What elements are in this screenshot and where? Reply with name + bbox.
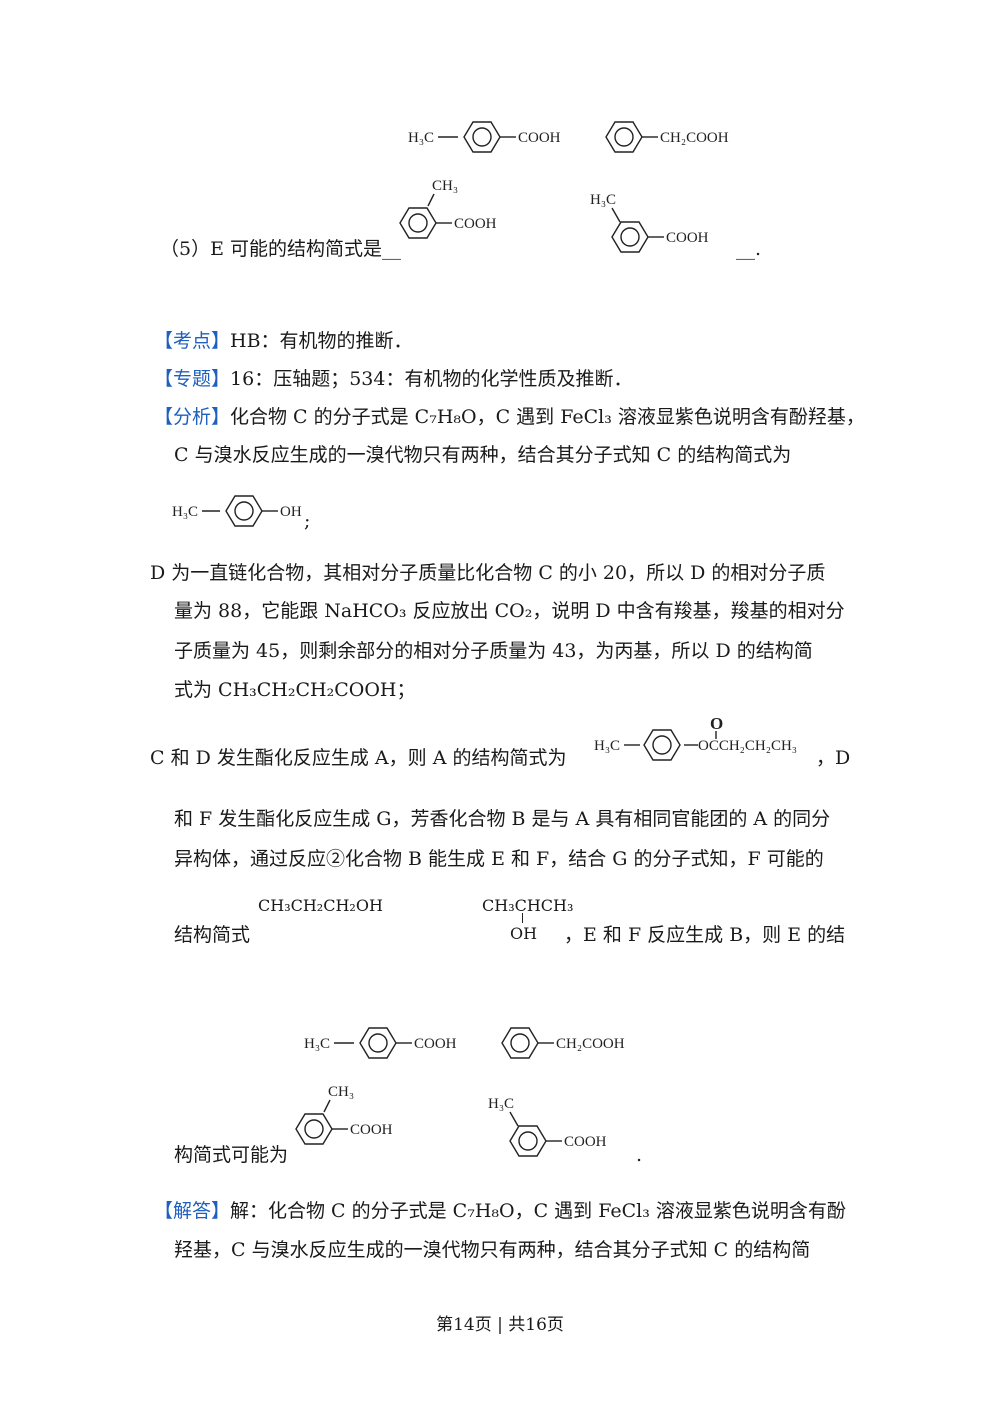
ester-tail-label: OCCH₂CH₂CH₃ [698, 738, 797, 754]
fenxi-d-line-4: 式为 CH₃CH₂CH₂COOH； [174, 679, 416, 701]
cooh-label: COOH [350, 1122, 393, 1138]
kaodian-text: HB：有机物的推断． [230, 330, 413, 352]
fenxi-a-line-1: C 和 D 发生酯化反应生成 A，则 A 的结构简式为 [150, 747, 567, 769]
zhuanti-line: 【专题】16：压轴题；534：有机物的化学性质及推断． [154, 366, 632, 392]
ch2cooh-label: CH₂COOH [660, 130, 729, 146]
h3c-label: H₃C [172, 504, 198, 520]
ch2cooh-label: CH₂COOH [556, 1036, 625, 1052]
struct-p-methylbenzoic-acid-top: H₃C COOH [408, 121, 561, 153]
fenxi-line-2: C 与溴水反应生成的一溴代物只有两种，结合其分子式知 C 的结构简式为 [174, 444, 792, 466]
page-footer: 第14页 | 共16页 [436, 1315, 564, 1335]
cooh-label: COOH [564, 1134, 607, 1150]
struct-p-cresol: H₃C OH [172, 495, 302, 527]
fenxi-a-line-1-end: ，D [816, 747, 851, 769]
ch3-label: CH₃ [328, 1084, 354, 1100]
fenxi-line-1: 【分析】化合物 C 的分子式是 C₇H₈O，C 遇到 FeCl₃ 溶液显紫色说明… [154, 406, 865, 428]
f-struct-isopropanol-top: CH₃CHCH₃ [482, 896, 574, 915]
struct-phenylacetic-acid-top: CH₂COOH [605, 121, 729, 153]
isopropanol-bond [522, 913, 523, 923]
fenxi-tag: 【分析】 [154, 406, 231, 428]
struct-p-methylbenzoic-acid: H₃C COOH [304, 1027, 457, 1059]
jieda-tag: 【解答】 [154, 1200, 231, 1222]
fenxi-a-line-2: 和 F 发生酯化反应生成 G，芳香化合物 B 是与 A 具有相同官能团的 A 的… [174, 808, 831, 830]
q5-blank-left: __ [382, 238, 401, 260]
h3c-label: H₃C [304, 1036, 330, 1052]
f-label: 结构简式 [174, 924, 251, 946]
jieda-line-2: 羟基，C 与溴水反应生成的一溴代物只有两种，结合其分子式知 C 的结构简 [174, 1239, 811, 1261]
zhuanti-text: 16：压轴题；534：有机物的化学性质及推断． [230, 368, 633, 390]
cooh-label: COOH [666, 230, 709, 246]
struct-ester-a: H₃C OCCH₂CH₂CH₃ O [594, 714, 797, 761]
carbonyl-o-label: O [710, 714, 723, 733]
h3c-label: H₃C [590, 192, 616, 208]
cooh-label: COOH [518, 130, 561, 146]
fenxi-d-line-1: D 为一直链化合物，其相对分子质量比化合物 C 的小 20，所以 D 的相对分子… [150, 562, 826, 584]
h3c-label: H₃C [594, 738, 620, 754]
q5-blank-right: __. [736, 238, 762, 260]
struct-m-methylbenzoic-acid-top: H₃C COOH [590, 192, 709, 253]
e-end: . [636, 1144, 643, 1166]
kaodian-line: 【考点】HB：有机物的推断． [154, 328, 413, 354]
fenxi-d-line-2: 量为 88，它能跟 NaHCO₃ 反应放出 CO₂，说明 D 中含有羧基，羧基的… [174, 600, 845, 622]
c-struct-end: ; [304, 510, 311, 532]
jieda-line-1: 【解答】解：化合物 C 的分子式是 C₇H₈O，C 遇到 FeCl₃ 溶液显紫色… [154, 1200, 846, 1222]
cooh-label: COOH [414, 1036, 457, 1052]
q5-prefix: （5）E 可能的结构简式是__ [160, 238, 401, 260]
f-tail: ，E 和 F 反应生成 B，则 E 的结 [564, 924, 846, 946]
cooh-label: COOH [454, 216, 497, 232]
f-struct-isopropanol-oh: OH [510, 924, 538, 943]
kaodian-tag: 【考点】 [154, 330, 231, 352]
fenxi-a-line-3: 异构体，通过反应②化合物 B 能生成 E 和 F，结合 G 的分子式知，F 可能… [174, 848, 824, 870]
h3c-label: H₃C [488, 1096, 514, 1112]
ch3-label: CH₃ [432, 178, 458, 194]
struct-phenylacetic-acid: CH₂COOH [501, 1027, 625, 1059]
struct-o-methylbenzoic-acid-top: CH₃ COOH [399, 178, 497, 239]
fenxi-d-line-3: 子质量为 45，则剩余部分的相对分子质量为 43，为丙基，所以 D 的结构简 [174, 640, 813, 662]
zhuanti-tag: 【专题】 [154, 368, 231, 390]
struct-m-methylbenzoic-acid: H₃C COOH [488, 1096, 607, 1157]
struct-o-methylbenzoic-acid: CH₃ COOH [295, 1084, 393, 1145]
e-label: 构简式可能为 [174, 1144, 289, 1166]
oh-label: OH [280, 504, 302, 520]
f-struct-propanol: CH₃CH₂CH₂OH [258, 896, 383, 915]
h3c-label: H₃C [408, 130, 434, 146]
